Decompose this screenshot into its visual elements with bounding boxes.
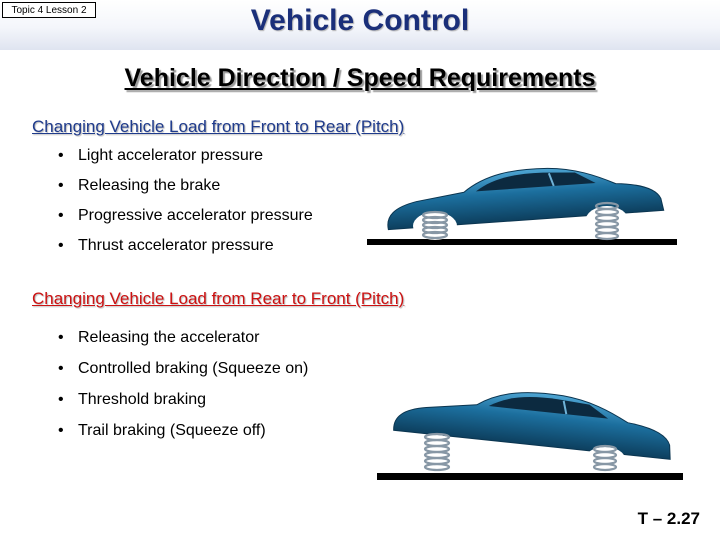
bullet-text: Light accelerator pressure	[78, 147, 263, 164]
car-squatting-rear-icon	[367, 167, 677, 245]
bullet-item: • Releasing the accelerator	[58, 322, 308, 353]
slide-title: Vehicle Control	[250, 4, 470, 37]
rear-spring-icon	[585, 444, 625, 472]
section-heading-front-to-rear: Changing Vehicle Load from Front to Rear…	[32, 117, 405, 136]
bullet-dot-icon: •	[58, 207, 64, 224]
topic-tag: Topic 4 Lesson 2	[2, 2, 96, 18]
car-body	[393, 392, 671, 460]
bullet-item: • Threshold braking	[58, 384, 308, 415]
bullet-item: • Progressive accelerator pressure	[58, 201, 313, 231]
front-spring-icon	[415, 432, 459, 472]
ground-line	[367, 239, 677, 245]
bullet-list-rear-to-front: • Releasing the accelerator • Controlled b…	[58, 322, 308, 446]
section-heading-rear-to-front: Changing Vehicle Load from Rear to Front…	[32, 289, 405, 308]
bullet-item: • Trail braking (Squeeze off)	[58, 415, 308, 446]
car-nose-diving-icon	[377, 392, 683, 480]
bullet-text: Threshold braking	[78, 391, 207, 408]
bullet-text: Releasing the accelerator	[78, 329, 260, 346]
bullet-text: Progressive accelerator pressure	[78, 207, 313, 224]
slide-subtitle: Vehicle Direction / Speed Requirements	[124, 64, 596, 92]
bullet-text: Thrust accelerator pressure	[78, 237, 274, 254]
bullet-text: Controlled braking (Squeeze on)	[78, 360, 309, 377]
bullet-dot-icon: •	[58, 391, 64, 408]
bullet-text: Releasing the brake	[78, 177, 221, 194]
bullet-list-front-to-rear: • Light accelerator pressure • Releasing t…	[58, 141, 313, 261]
bullet-item: • Releasing the brake	[58, 171, 313, 201]
bullet-dot-icon: •	[58, 329, 64, 346]
bullet-item: • Controlled braking (Squeeze on)	[58, 353, 308, 384]
bullet-dot-icon: •	[58, 422, 64, 439]
bullet-dot-icon: •	[58, 360, 64, 377]
bullet-dot-icon: •	[58, 177, 64, 194]
ground-line	[377, 473, 683, 480]
bullet-item: • Thrust accelerator pressure	[58, 231, 313, 261]
header-band	[0, 0, 720, 50]
bullet-item: • Light accelerator pressure	[58, 141, 313, 171]
bullet-dot-icon: •	[58, 237, 64, 254]
bullet-dot-icon: •	[58, 147, 64, 164]
page-number: T – 2.27	[637, 509, 700, 528]
rear-spring-icon	[585, 201, 629, 241]
front-spring-icon	[413, 210, 457, 240]
bullet-text: Trail braking (Squeeze off)	[78, 422, 266, 439]
